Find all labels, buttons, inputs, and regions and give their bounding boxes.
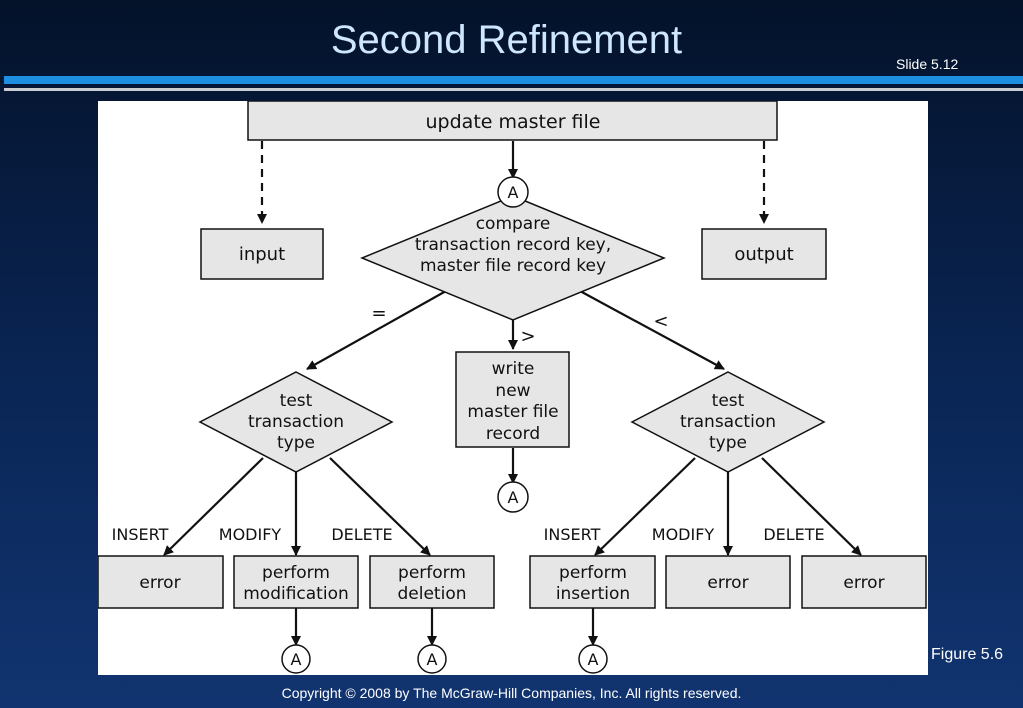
header-rule-gray (4, 88, 1023, 91)
leaf-delete-line-1: perform (398, 563, 466, 583)
write-line-4: record (486, 424, 540, 444)
write-record-box (455, 351, 570, 448)
copyright-notice: Copyright © 2008 by The McGraw-Hill Comp… (281, 685, 742, 701)
label-modify-left: MODIFY (219, 525, 282, 544)
leaf-delete-line-2: deletion (398, 584, 467, 604)
edge-left-delete (329, 457, 431, 556)
connector-a-insert (578, 644, 608, 674)
test-right-diamond (630, 371, 826, 473)
edge-right-delete (761, 457, 862, 556)
write-line-3: master file (467, 402, 558, 422)
edge-eq-label: = (371, 303, 386, 324)
compare-line-1: compare (476, 214, 551, 234)
label-modify-right: MODIFY (652, 525, 715, 544)
header-rule-blue (4, 76, 1023, 84)
leaf-error-left-box (97, 555, 224, 609)
input-box (200, 228, 324, 280)
label-delete-left: DELETE (331, 525, 392, 544)
write-line-2: new (495, 381, 530, 401)
connector-a-insert-label: A (588, 650, 599, 669)
connector-a-delete-label: A (427, 650, 438, 669)
edge-lt-label: < (653, 311, 668, 332)
output-label: output (734, 244, 793, 265)
leaf-modify-box (233, 555, 359, 609)
leaf-insert-box (529, 555, 656, 609)
figure-panel: update master file input output compare … (97, 100, 928, 675)
edge-eq (306, 290, 447, 370)
flowchart: update master file input output compare … (97, 100, 927, 674)
update-master-file-label: update master file (426, 111, 601, 133)
compare-diamond (360, 195, 666, 321)
test-right-line-3: type (709, 433, 747, 453)
leaf-modify-line-1: perform (262, 563, 330, 583)
test-left-line-3: type (277, 433, 315, 453)
test-left-line-1: test (280, 391, 313, 411)
connector-a-modify-label: A (291, 650, 302, 669)
connector-a-top-label: A (508, 183, 519, 202)
leaf-insert-line-2: insertion (556, 584, 630, 604)
slide-title: Second Refinement (330, 18, 683, 62)
edge-right-insert (594, 457, 696, 556)
update-master-file-box (247, 100, 778, 141)
figure-caption: Figure 5.6 (931, 646, 1004, 663)
edge-left-insert (163, 457, 264, 556)
compare-line-2: transaction record key, (415, 235, 611, 255)
connector-a-delete (417, 644, 447, 674)
connector-a-modify (281, 644, 311, 674)
test-right-line-1: test (712, 391, 745, 411)
connector-a-write (497, 481, 529, 513)
input-label: input (239, 244, 285, 265)
edge-gt-label: > (520, 326, 535, 347)
leaf-error-mid-box (665, 555, 791, 609)
leaf-error-right-box (801, 555, 927, 609)
slide-number: Slide 5.12 (896, 56, 959, 72)
leaf-insert-line-1: perform (559, 563, 627, 583)
leaf-error-left-label: error (139, 573, 180, 593)
leaf-modify-line-2: modification (243, 584, 349, 604)
leaf-error-right-label: error (843, 573, 884, 593)
label-insert-left: INSERT (112, 525, 169, 544)
edge-lt (579, 290, 725, 370)
write-line-1: write (492, 359, 535, 379)
label-insert-right: INSERT (544, 525, 601, 544)
connector-a-write-label: A (508, 488, 519, 507)
flow-edges (163, 141, 862, 646)
output-box (701, 228, 827, 280)
compare-line-3: master file record key (420, 256, 606, 276)
test-right-line-2: transaction (680, 412, 776, 432)
leaf-error-mid-label: error (707, 573, 748, 593)
connector-a-top (497, 176, 529, 208)
test-left-line-2: transaction (248, 412, 344, 432)
test-left-diamond (198, 371, 394, 473)
label-delete-right: DELETE (763, 525, 824, 544)
leaf-delete-box (369, 555, 495, 609)
